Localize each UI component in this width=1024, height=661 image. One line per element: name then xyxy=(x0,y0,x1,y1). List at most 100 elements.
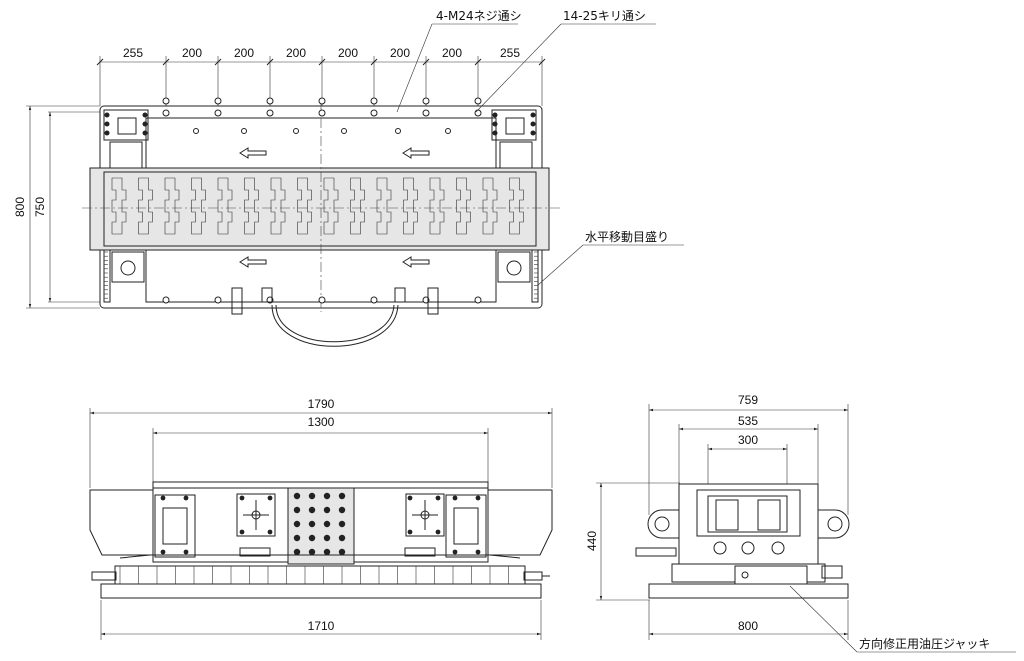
jack-left xyxy=(236,493,276,537)
plan-hole-bottom-3 xyxy=(318,296,326,304)
carriage-tooth-13 xyxy=(456,177,471,235)
callout-drill-hole: 14-25キリ通シ xyxy=(563,9,646,23)
center-bolt-11 xyxy=(338,520,346,528)
center-bolt-16 xyxy=(293,548,301,556)
carriage-tooth-10 xyxy=(376,177,392,235)
dim-750-vertical: 750 xyxy=(33,197,47,217)
plan-hole-top-1 xyxy=(214,97,222,105)
corner-bolt-9 xyxy=(530,112,536,118)
carriage-tooth-12 xyxy=(429,177,445,235)
direction-arrow-top-right xyxy=(402,147,430,159)
plan-dim-tick-5 xyxy=(370,58,378,66)
plan-dim-tick-6 xyxy=(422,58,430,66)
plan-hole-top2-3 xyxy=(318,109,326,117)
plan-dim-tick-2 xyxy=(214,58,222,66)
base-ticks xyxy=(119,566,509,584)
front-bolt-12 xyxy=(407,495,413,501)
plan-dim-tick-4 xyxy=(318,58,326,66)
center-bolt-15 xyxy=(338,534,346,542)
front-bolt-0 xyxy=(160,495,166,501)
carriage-tooth-4 xyxy=(217,177,233,235)
callout-bolt-thread: 4-M24ネジ通シ xyxy=(436,9,522,23)
center-bolt-1 xyxy=(308,492,316,500)
side-view: 759 535 300 440 800 xyxy=(585,393,1016,653)
front-bolt-7 xyxy=(475,549,481,555)
carriage-tooth-3 xyxy=(191,177,206,235)
front-bolt-5 xyxy=(475,495,481,501)
front-bolt-1 xyxy=(183,495,189,501)
front-bolt-11 xyxy=(267,529,273,535)
carriage-tooth-8 xyxy=(323,177,339,235)
jack-right xyxy=(405,493,445,537)
center-bolt-0 xyxy=(293,492,301,500)
carriage-guide-teeth xyxy=(111,177,524,235)
front-bolt-6 xyxy=(452,549,458,555)
lifting-lug-right xyxy=(817,509,850,539)
corner-bolt-8 xyxy=(492,130,498,136)
center-bolt-18 xyxy=(323,548,331,556)
direction-arrow-top-left xyxy=(239,147,267,159)
corner-bolts xyxy=(104,112,536,136)
center-bolt-8 xyxy=(293,520,301,528)
corner-bolt-5 xyxy=(142,130,148,136)
center-bolt-3 xyxy=(338,492,346,500)
dim-800-vertical: 800 xyxy=(13,197,27,217)
corner-block-top-left xyxy=(103,109,149,141)
dim-1300: 1300 xyxy=(308,415,335,429)
corner-bolt-11 xyxy=(530,130,536,136)
plan-hole-top-2 xyxy=(266,97,274,105)
corner-bolt-7 xyxy=(492,121,498,127)
plan-dim-text-2: 200 xyxy=(234,46,254,60)
carriage-tooth-6 xyxy=(270,177,286,235)
front-bolt-15 xyxy=(435,529,441,535)
front-view: 1790 1300 1710 xyxy=(89,397,553,640)
corner-bolt-0 xyxy=(104,112,110,118)
dim-300: 300 xyxy=(738,433,758,447)
plan-dim-text-4: 200 xyxy=(338,46,358,60)
plan-bolt-holes xyxy=(162,97,482,304)
front-bolt-13 xyxy=(435,495,441,501)
lifting-lug-left xyxy=(647,509,680,539)
plan-hole-top2-4 xyxy=(370,109,378,117)
scale-right xyxy=(531,249,539,303)
carriage-tooth-11 xyxy=(403,177,418,235)
plan-hole-top-5 xyxy=(422,97,430,105)
center-bolt-17 xyxy=(308,548,316,556)
plan-hole-top-3 xyxy=(318,97,326,105)
corner-clamp-left xyxy=(117,117,137,135)
dim-1710: 1710 xyxy=(308,619,335,633)
center-bolt-4 xyxy=(293,506,301,514)
plan-hole-top-0 xyxy=(162,97,170,105)
plan-hole-bottom-4 xyxy=(370,296,378,304)
callout-hydraulic-jack: 方向修正用油圧ジャッキ xyxy=(859,636,990,651)
plan-dim-tick-7 xyxy=(474,58,482,66)
carriage xyxy=(89,167,550,251)
front-bolt-14 xyxy=(407,529,413,535)
center-plate-bolts xyxy=(293,492,346,556)
corner-block-top-right xyxy=(491,109,537,141)
dim-800-side: 800 xyxy=(738,619,758,633)
plan-hole-top2-6 xyxy=(474,109,482,117)
carriage-tooth-0 xyxy=(111,177,127,235)
dim-535: 535 xyxy=(738,414,758,428)
center-bolt-19 xyxy=(338,548,346,556)
plan-hole-top2-2 xyxy=(266,109,274,117)
plan-hole-inner-1 xyxy=(241,128,247,134)
plan-dim-tick-8 xyxy=(538,58,546,66)
plan-hole-top2-0 xyxy=(162,109,170,117)
plan-hole-inner-5 xyxy=(445,128,451,134)
front-bolt-10 xyxy=(239,529,245,535)
hydraulic-jack xyxy=(734,565,808,585)
plan-hole-inner-0 xyxy=(193,128,199,134)
dim-1790: 1790 xyxy=(308,397,335,411)
front-bolt-4 xyxy=(452,495,458,501)
carriage-tooth-5 xyxy=(244,177,259,235)
front-bolt-8 xyxy=(239,495,245,501)
center-bolt-6 xyxy=(323,506,331,514)
carriage-tooth-14 xyxy=(482,177,498,235)
corner-bolt-3 xyxy=(142,112,148,118)
corner-bolt-2 xyxy=(104,130,110,136)
plan-dim-tick-0 xyxy=(96,58,104,66)
